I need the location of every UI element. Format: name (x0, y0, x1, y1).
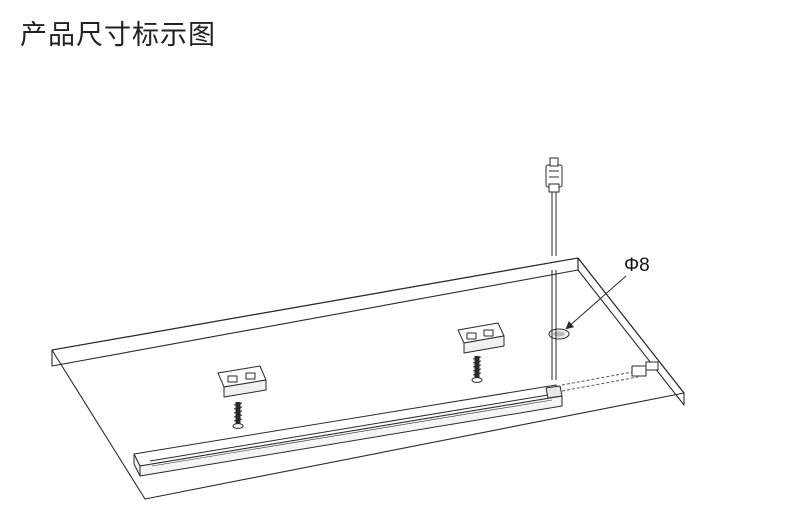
shelf-front-edge (51, 257, 579, 367)
mounting-clip-left (217, 365, 267, 398)
dimension-leader-line (565, 275, 627, 330)
page-title: 产品尺寸标示图 (20, 20, 216, 51)
shelf-right-edge (577, 257, 685, 406)
shelf-board (51, 257, 685, 500)
plug-connector (545, 157, 563, 193)
screw-right (471, 356, 483, 383)
power-cord (551, 192, 557, 380)
mounting-clip-right (457, 322, 505, 354)
led-light-bar (133, 384, 563, 477)
screw-left (232, 402, 244, 429)
linking-cable (561, 361, 659, 392)
hole-diameter-label: Φ8 (624, 255, 650, 276)
